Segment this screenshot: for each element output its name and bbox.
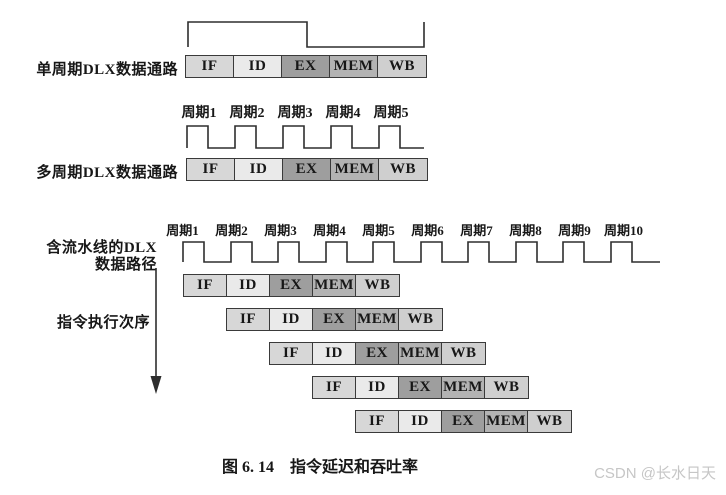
stage-cell-ex: EX [442, 411, 485, 432]
single-cycle-label: 单周期DLX数据通路 [36, 62, 178, 78]
stage-cell-id: ID [234, 56, 282, 77]
stage-cell-id: ID [313, 343, 356, 364]
stage-cell-wb: WB [442, 343, 485, 364]
stage-cell-wb: WB [399, 309, 442, 330]
stage-cell-id: ID [399, 411, 442, 432]
stage-cell-ex: EX [282, 56, 330, 77]
single-cycle-clock-waveform [187, 21, 425, 48]
pipeline-row-single: IF ID EX MEM WB [185, 55, 427, 78]
multi-cycle-label: 多周期DLX数据通路 [36, 165, 178, 181]
stage-cell-ex: EX [313, 309, 356, 330]
pipeline-row-multi: IF ID EX MEM WB [186, 158, 428, 181]
stage-cell-mem: MEM [442, 377, 485, 398]
stage-cell-mem: MEM [313, 275, 356, 296]
cycle-labels-multi: 周期1 周期2 周期3 周期4 周期5 [175, 102, 415, 122]
stage-cell-ex: EX [399, 377, 442, 398]
pipelined-label-line1: 含流水线的DLX [46, 240, 157, 256]
instruction-row-3: IF ID EX MEM WB [269, 342, 486, 365]
stage-cell-ex: EX [270, 275, 313, 296]
stage-cell-ex: EX [356, 343, 399, 364]
cycle-label: 周期2 [229, 106, 265, 121]
cycle-label: 周期3 [277, 106, 313, 121]
stage-cell-mem: MEM [485, 411, 528, 432]
cycle-label: 周期1 [181, 106, 217, 121]
cycle-labels-pipelined: 周期1 周期2 周期3 周期4 周期5 周期6 周期7 周期8 周期9 周期10 [158, 220, 648, 239]
stage-cell-mem: MEM [330, 56, 378, 77]
multi-cycle-clock-waveform [186, 125, 424, 149]
cycle-label: 周期7 [460, 223, 493, 238]
figure-caption: 图 6. 14 指令延迟和吞吐率 [222, 459, 419, 476]
stage-cell-wb: WB [378, 56, 426, 77]
stage-cell-if: IF [227, 309, 270, 330]
instruction-row-2: IF ID EX MEM WB [226, 308, 443, 331]
instruction-order-label: 指令执行次序 [56, 315, 150, 331]
cycle-label: 周期8 [509, 223, 542, 238]
stage-cell-id: ID [235, 159, 283, 180]
stage-cell-if: IF [313, 377, 356, 398]
instruction-row-1: IF ID EX MEM WB [183, 274, 400, 297]
watermark: CSDN @长水日天 [594, 465, 716, 482]
stage-cell-wb: WB [485, 377, 528, 398]
cycle-label: 周期9 [558, 223, 591, 238]
stage-cell-mem: MEM [399, 343, 442, 364]
instruction-order-arrow [150, 268, 162, 394]
cycle-label: 周期1 [166, 223, 199, 238]
cycle-label: 周期5 [362, 223, 395, 238]
stage-cell-if: IF [187, 159, 235, 180]
pipelined-label-line2: 数据路径 [94, 257, 157, 273]
stage-cell-mem: MEM [356, 309, 399, 330]
stage-cell-ex: EX [283, 159, 331, 180]
cycle-label: 周期3 [264, 223, 297, 238]
cycle-label: 周期2 [215, 223, 248, 238]
stage-cell-id: ID [356, 377, 399, 398]
cycle-label: 周期10 [603, 223, 643, 238]
stage-cell-if: IF [184, 275, 227, 296]
instruction-row-5: IF ID EX MEM WB [355, 410, 572, 433]
stage-cell-wb: WB [379, 159, 427, 180]
stage-cell-if: IF [186, 56, 234, 77]
stage-cell-id: ID [227, 275, 270, 296]
stage-cell-if: IF [356, 411, 399, 432]
instruction-row-4: IF ID EX MEM WB [312, 376, 529, 399]
cycle-label: 周期5 [373, 106, 409, 121]
stage-cell-id: ID [270, 309, 313, 330]
stage-cell-wb: WB [356, 275, 399, 296]
cycle-label: 周期4 [313, 223, 346, 238]
stage-cell-mem: MEM [331, 159, 379, 180]
cycle-label: 周期6 [411, 223, 444, 238]
stage-cell-if: IF [270, 343, 313, 364]
cycle-label: 周期4 [325, 106, 361, 121]
stage-cell-wb: WB [528, 411, 571, 432]
pipelined-clock-waveform [182, 241, 660, 263]
